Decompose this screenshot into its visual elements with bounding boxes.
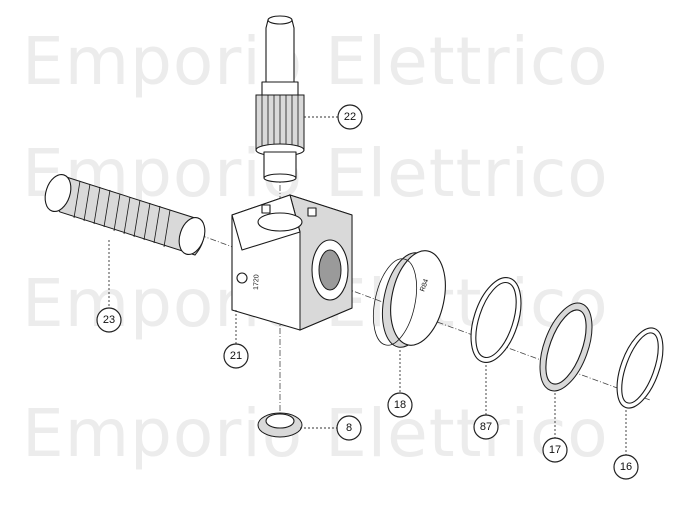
callout-16: 16 [613, 454, 639, 480]
callout-22: 22 [337, 104, 363, 130]
callout-17: 17 [542, 437, 568, 463]
part-17-ring [539, 302, 593, 392]
callout-87: 87 [473, 414, 499, 440]
watermark-row-4: Emporio Elettrico [22, 395, 609, 472]
part-8-bushing [257, 412, 303, 438]
callouts: 22 23 21 8 18 87 17 16 [96, 104, 639, 480]
callout-8: 8 [336, 415, 362, 441]
callout-8-label: 8 [346, 422, 352, 434]
callout-16-label: 16 [620, 461, 632, 473]
callout-21: 21 [223, 343, 249, 369]
part-87-ring [470, 277, 522, 363]
callout-18: 18 [387, 392, 413, 418]
part-21-housing: 1720 [231, 194, 353, 331]
cap-code: R84 [419, 278, 430, 293]
part-22-shaft [255, 15, 305, 183]
callout-23: 23 [96, 307, 122, 333]
callout-17-label: 17 [549, 444, 561, 456]
part-16-retaining-ring [616, 327, 664, 409]
callout-87-label: 87 [480, 421, 492, 433]
part-23-ribbed-cylinder [44, 174, 206, 256]
leader-lines [108, 116, 627, 455]
callout-22-label: 22 [344, 111, 356, 123]
part-18-cap: R84 [373, 250, 446, 348]
watermark-row-1: Emporio Elettrico [22, 23, 609, 100]
housing-code: 1720 [253, 274, 261, 290]
callout-23-label: 23 [103, 314, 115, 326]
callout-21-label: 21 [230, 350, 242, 362]
callout-18-label: 18 [394, 399, 406, 411]
